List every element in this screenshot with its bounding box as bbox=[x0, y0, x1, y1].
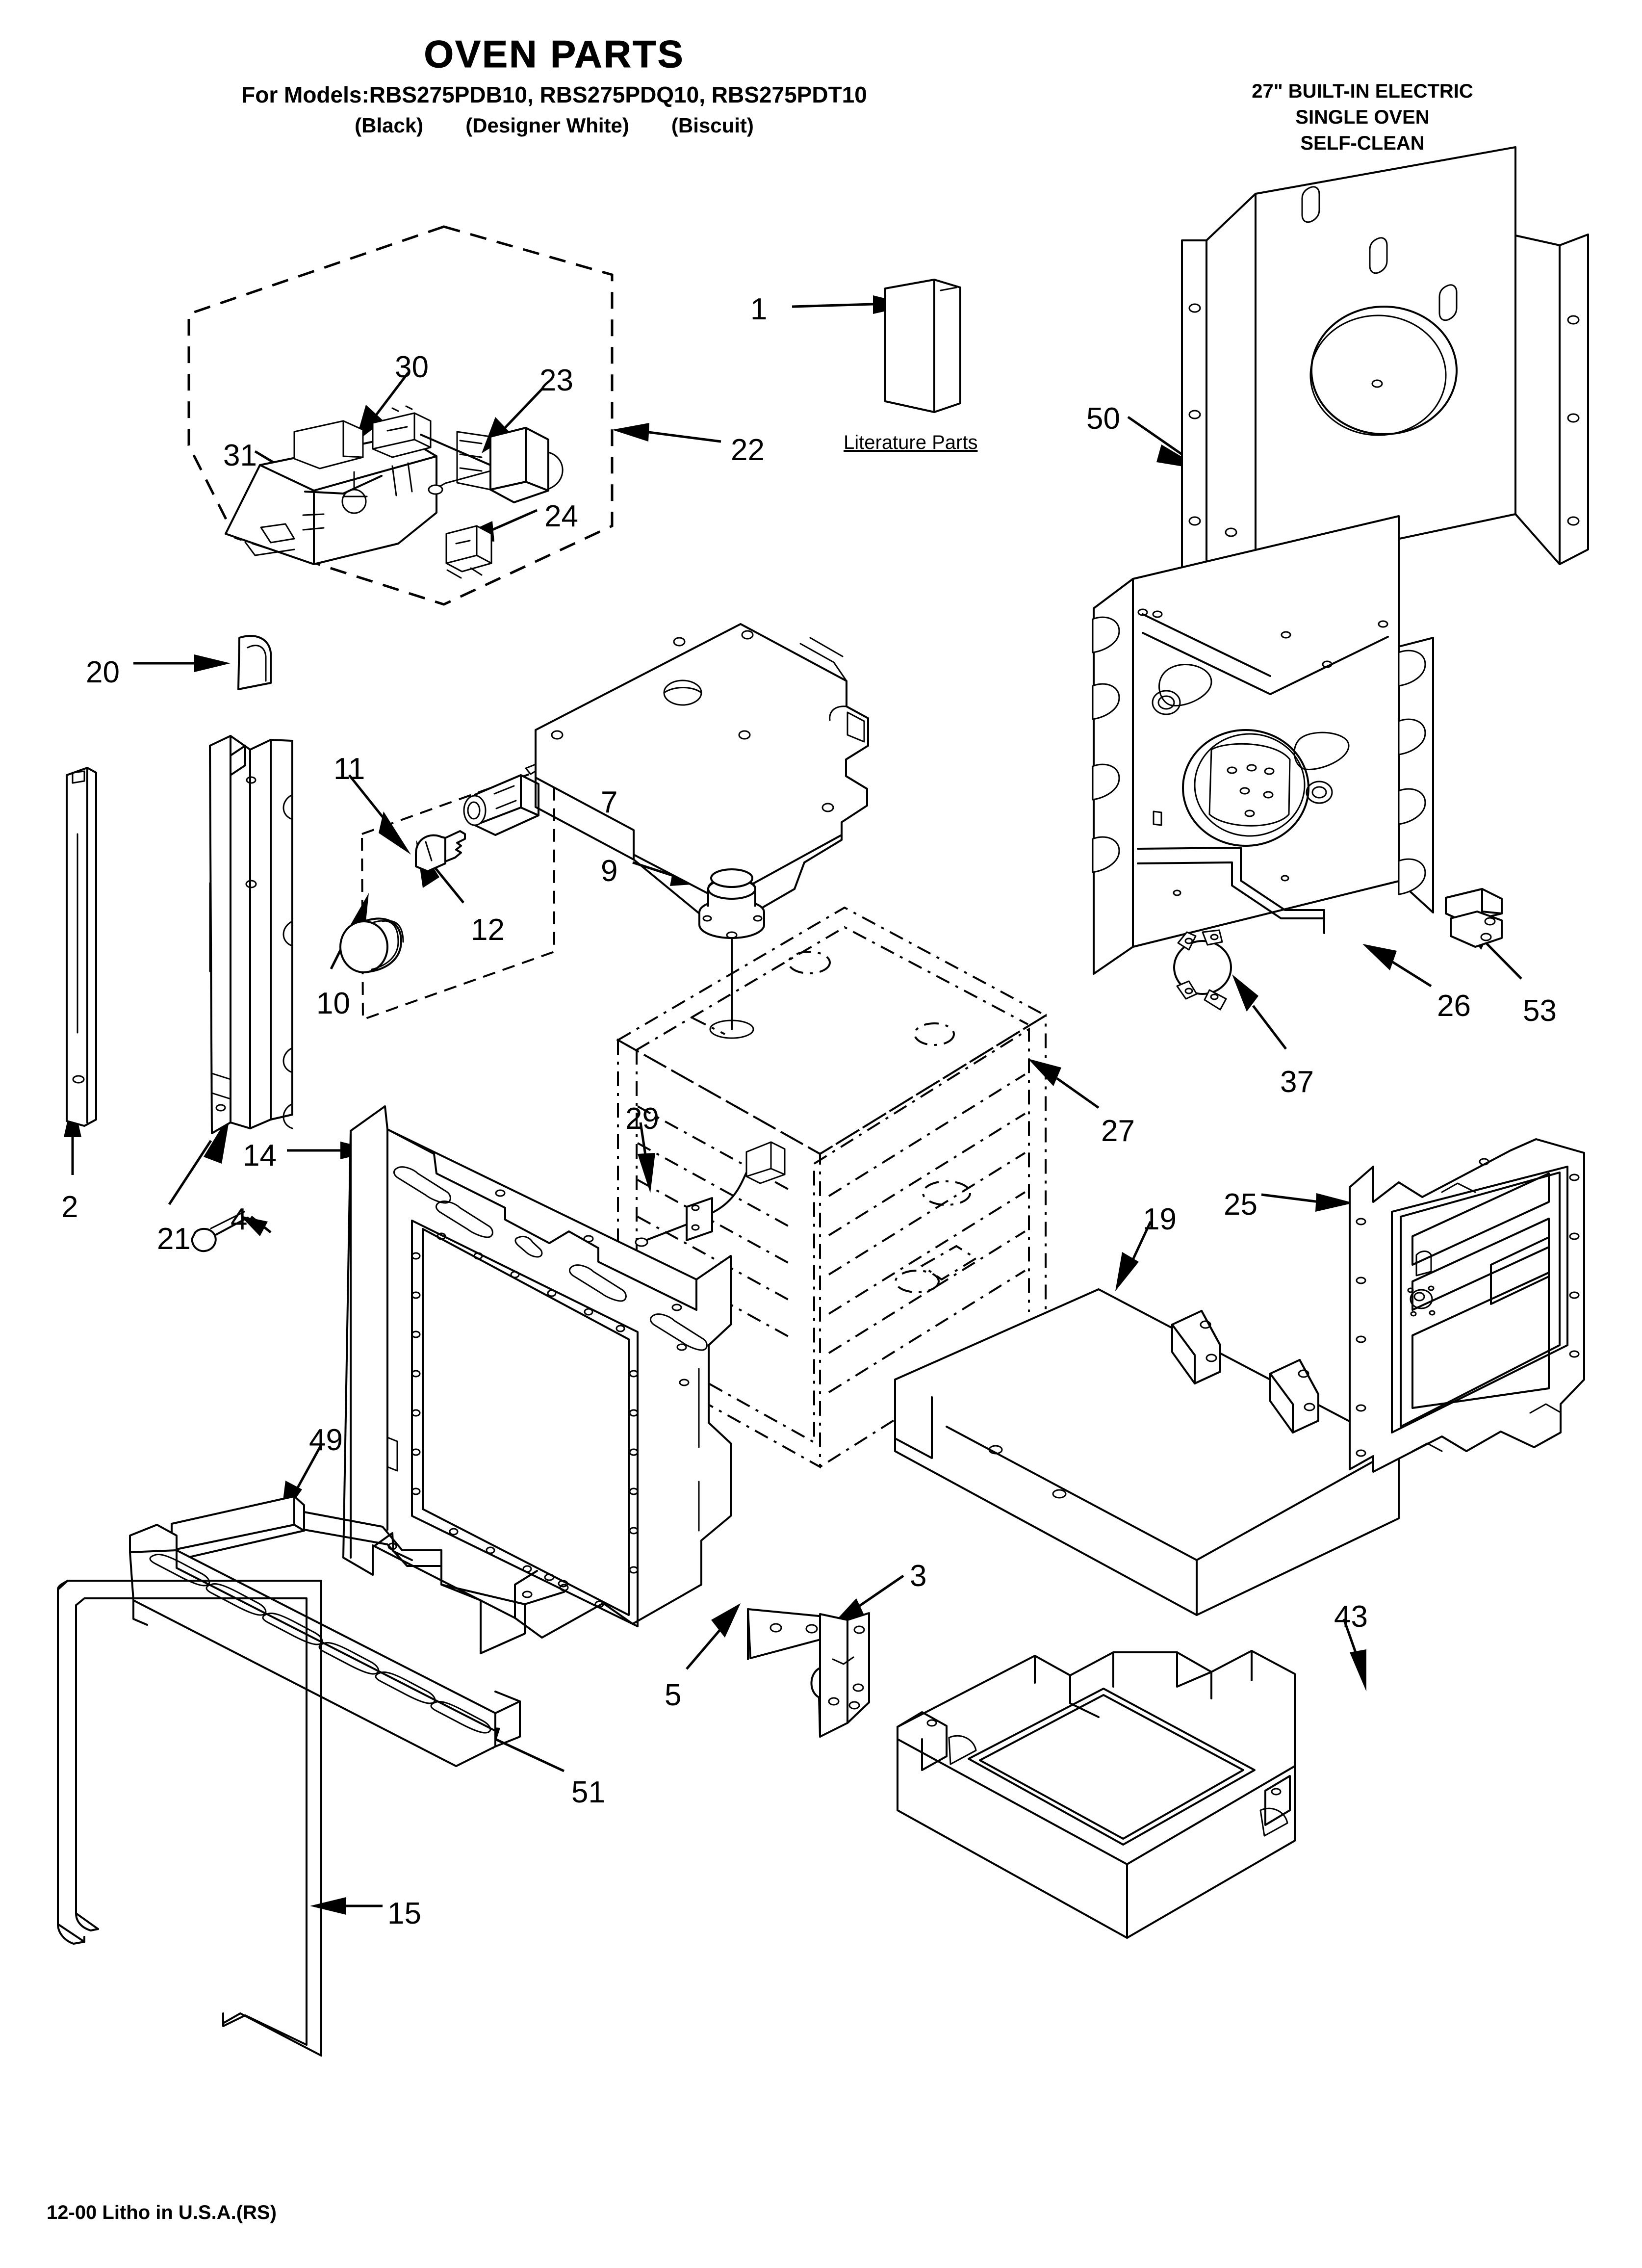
part-bracket-angle bbox=[810, 1612, 870, 1738]
part-front-frame bbox=[342, 1105, 732, 1639]
part-switch-door-latch bbox=[372, 405, 491, 466]
callout-switch-interlock: 24 bbox=[544, 499, 578, 533]
part-literature-manual bbox=[884, 279, 961, 413]
part-thermal-limiter bbox=[1173, 929, 1232, 1011]
part-vent-trim-strip bbox=[129, 1524, 521, 1767]
callout-end-cap: 20 bbox=[86, 655, 120, 689]
finish-options-row: (Black) (Designer White) (Biscuit) bbox=[0, 114, 1108, 137]
callout-literature-manual: 1 bbox=[750, 292, 768, 326]
part-top-cover-panel bbox=[535, 623, 869, 933]
model-numbers-line: For Models:RBS275PDB10, RBS275PDQ10, RBS… bbox=[241, 81, 867, 107]
finish-option-black: (Black) bbox=[355, 113, 424, 137]
part-side-panel-right bbox=[1349, 1138, 1585, 1473]
part-lamp-socket bbox=[463, 763, 539, 836]
part-oven-lamp-bulb bbox=[415, 830, 466, 872]
callout-bottom-pan: 43 bbox=[1334, 1600, 1368, 1634]
part-end-cap bbox=[237, 635, 272, 690]
part-mounting-clip bbox=[1445, 888, 1503, 948]
spec-line-configuration: SINGLE OVEN bbox=[1295, 106, 1430, 128]
spec-line-type: 27" BUILT-IN ELECTRIC bbox=[1252, 80, 1473, 102]
part-support-bar bbox=[171, 1495, 565, 1654]
callout-control-assembly-group: 22 bbox=[731, 433, 765, 467]
callout-vent-tube-cap: 9 bbox=[601, 854, 618, 888]
callout-thermal-limiter: 37 bbox=[1280, 1065, 1314, 1099]
callout-lamp-assembly-group: 11 bbox=[334, 752, 365, 786]
part-trim-strip bbox=[66, 767, 97, 1127]
part-oven-cavity-liner bbox=[616, 906, 1048, 1469]
callout-side-panel-right: 25 bbox=[1224, 1188, 1257, 1222]
callout-rear-outer-panel: 50 bbox=[1086, 402, 1120, 436]
callout-switch-door-latch: 30 bbox=[395, 350, 429, 384]
callout-support-bar: 49 bbox=[309, 1423, 343, 1457]
part-access-cover-panel bbox=[894, 1288, 1400, 1616]
callout-vent-trim-strip: 51 bbox=[571, 1775, 605, 1809]
product-spec-block: 27" BUILT-IN ELECTRIC SINGLE OVEN SELF-C… bbox=[1176, 78, 1549, 156]
callout-bracket-angle: 3 bbox=[910, 1559, 927, 1593]
callout-access-cover-panel: 19 bbox=[1143, 1202, 1177, 1236]
page-title: OVEN PARTS bbox=[424, 32, 685, 76]
callout-door-gasket-seal: 15 bbox=[387, 1897, 421, 1930]
part-bracket-triangle bbox=[747, 1608, 825, 1660]
part-thermostat-control bbox=[428, 427, 564, 503]
part-latch-motor-assembly bbox=[225, 420, 437, 565]
group-outline-control-assembly bbox=[187, 225, 614, 606]
callout-screw-pin: 4 bbox=[231, 1202, 248, 1236]
part-temperature-sensor bbox=[635, 1141, 786, 1247]
callout-temperature-sensor: 29 bbox=[625, 1102, 659, 1136]
callout-lamp-lens-cover: 10 bbox=[316, 987, 350, 1020]
literature-parts-label: Literature Parts bbox=[844, 432, 978, 453]
callout-side-rail-channel: 21 bbox=[157, 1222, 191, 1256]
callout-top-cover-panel: 7 bbox=[601, 785, 618, 819]
callout-thermostat-control: 23 bbox=[539, 364, 573, 397]
part-vent-tube-cap bbox=[698, 868, 765, 1039]
header-block: OVEN PARTS For Models:RBS275PDB10, RBS27… bbox=[0, 34, 1108, 137]
finish-option-biscuit: (Biscuit) bbox=[671, 113, 754, 137]
callout-trim-strip: 2 bbox=[61, 1190, 78, 1224]
part-screw-pin bbox=[191, 1211, 249, 1252]
callout-oven-lamp-bulb: 12 bbox=[471, 913, 505, 947]
part-rear-chassis-panel bbox=[1092, 515, 1434, 975]
callout-front-frame: 14 bbox=[243, 1139, 277, 1173]
part-bottom-pan bbox=[897, 1650, 1296, 1939]
callout-mounting-clip: 53 bbox=[1523, 994, 1557, 1028]
part-rear-outer-panel bbox=[1181, 146, 1589, 604]
callout-oven-cavity-liner: 27 bbox=[1101, 1114, 1135, 1148]
finish-option-designer-white: (Designer White) bbox=[465, 113, 629, 137]
spec-line-feature: SELF-CLEAN bbox=[1300, 132, 1425, 154]
part-switch-interlock bbox=[445, 525, 492, 579]
callout-latch-motor-assembly: 31 bbox=[223, 439, 257, 472]
part-lamp-lens-cover bbox=[339, 917, 404, 973]
part-door-gasket-seal bbox=[57, 1580, 322, 2057]
footer-print-code: 12-00 Litho in U.S.A.(RS) bbox=[47, 2202, 277, 2223]
part-side-rail-channel bbox=[209, 735, 293, 1134]
callout-bracket-triangle: 5 bbox=[665, 1678, 682, 1712]
callout-rear-chassis-panel: 26 bbox=[1437, 989, 1471, 1023]
